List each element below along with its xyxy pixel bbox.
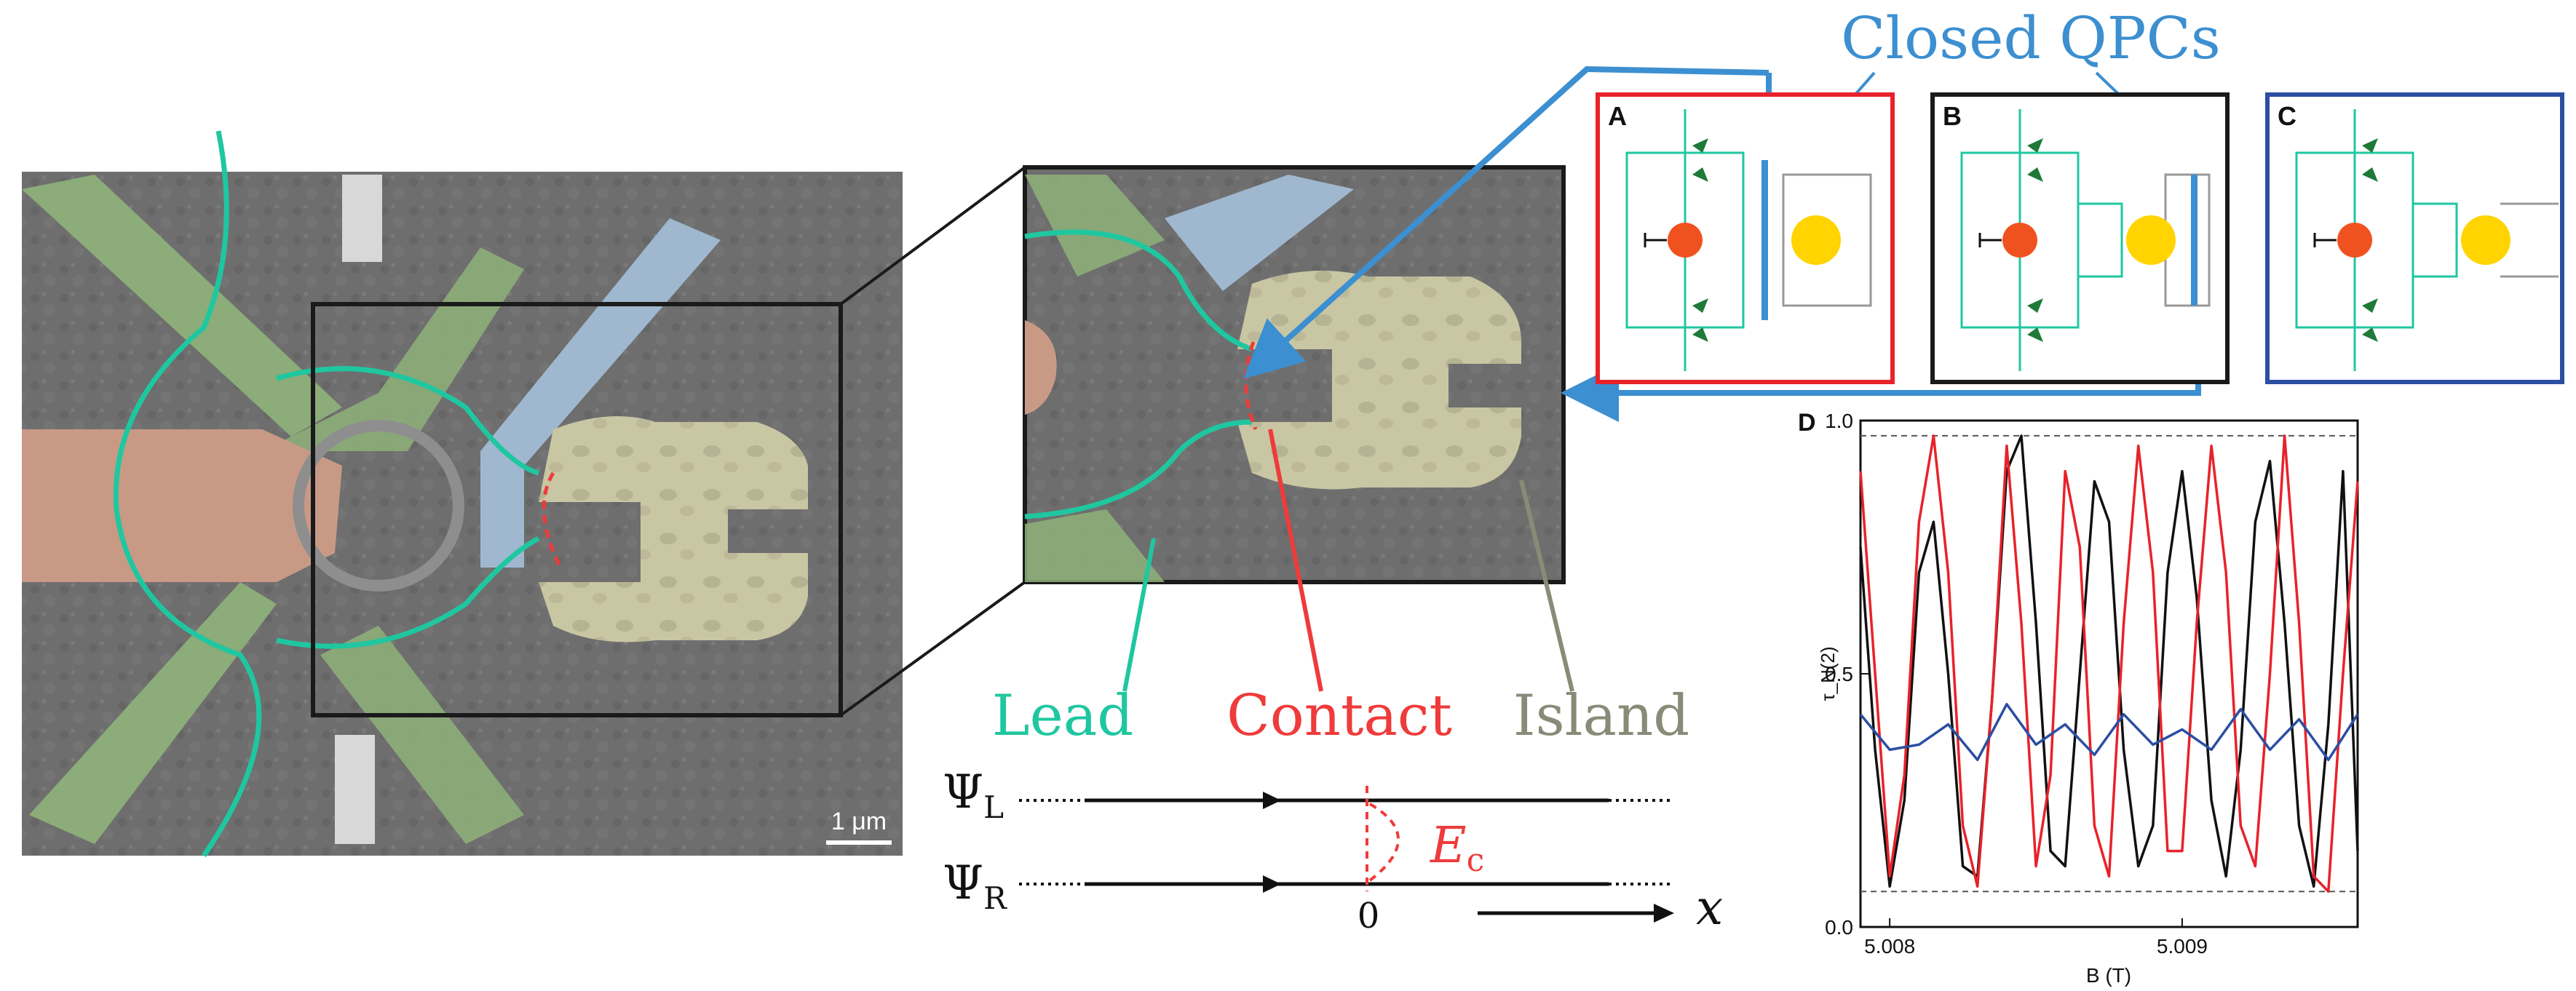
- panel-letter: A: [1608, 101, 1627, 131]
- gate-white-top: [342, 175, 382, 262]
- ohmic-dot: [2002, 223, 2037, 258]
- inset-contact-dash: [1244, 341, 1258, 430]
- qpc-triangle: [1692, 327, 1708, 342]
- island-sem: [539, 416, 808, 642]
- panel-b: B: [1930, 92, 2230, 384]
- chart-y-label: τ_N(2): [1817, 646, 1839, 701]
- lead-label: Lead: [992, 683, 1133, 749]
- gate-green-top: [262, 247, 524, 451]
- contact-channel: [2413, 202, 2458, 278]
- scale-bar: [826, 840, 892, 845]
- gate-green-bottom: [320, 626, 524, 844]
- psi-l-arrow: [1263, 792, 1281, 809]
- island-label: Island: [1513, 683, 1689, 749]
- series-line-0: [1859, 434, 2359, 888]
- contact-leader-line: [1268, 429, 1323, 692]
- x-axis-label: x: [1696, 880, 1723, 936]
- panel-frame: [2265, 92, 2564, 384]
- qpc-triangle: [1692, 298, 1708, 313]
- ohmic-dot: [1668, 223, 1703, 258]
- ec-arc: [1368, 803, 1400, 882]
- edge-channel-outer: [113, 130, 262, 857]
- qpc-triangle: [2027, 138, 2043, 153]
- island-dot: [1791, 215, 1841, 265]
- closed-qpc-bar: [2191, 175, 2197, 306]
- qpc-triangle: [1692, 167, 1708, 182]
- x-tick-label: 5.008: [1864, 935, 1915, 958]
- zoom-connector-bottom: [839, 581, 1026, 717]
- y-tick-label: 1.0: [1825, 410, 1853, 432]
- qpc-triangle: [2362, 138, 2378, 153]
- contact-label: Contact: [1226, 683, 1452, 749]
- x-tick-label: 5.009: [2157, 935, 2208, 958]
- qpc-triangle: [2027, 167, 2043, 182]
- y-tick-label: 0.5: [1825, 663, 1853, 685]
- closed-qpcs-label: Closed QPCs: [1841, 4, 2221, 72]
- panel-letter: C: [2278, 101, 2296, 131]
- chart-x-label: B (T): [2086, 964, 2131, 987]
- inset-ohmic: [1025, 320, 1057, 415]
- series-line-2: [1859, 703, 2359, 762]
- inset-edge-lower: [1024, 419, 1253, 520]
- inset-gate-green-top: [1025, 175, 1165, 276]
- inset-gate-blue: [1165, 175, 1354, 291]
- qpc-triangle: [2362, 298, 2378, 313]
- island-loop: [1782, 173, 1872, 307]
- island-leader-line: [1519, 479, 1574, 692]
- qpc-triangle: [2027, 327, 2043, 342]
- series-line-1: [1859, 434, 2359, 894]
- inset-island: [1237, 271, 1521, 490]
- x-axis-arrowhead: [1654, 904, 1674, 923]
- contact-channel: [2078, 202, 2123, 278]
- island-dot: [2461, 215, 2510, 265]
- schematic-panels: A B C: [1596, 92, 2564, 384]
- sem-image-inset: [1023, 165, 1566, 584]
- psi-l-label: ΨL: [943, 765, 1004, 825]
- inset-edge-upper: [1024, 229, 1253, 352]
- zoom-connector-top: [839, 166, 1026, 306]
- qpc-triangle: [1692, 138, 1708, 153]
- panel-frame: [1930, 92, 2230, 384]
- panel-frame: [1596, 92, 1895, 384]
- scale-bar-label: 1 μm: [831, 808, 887, 835]
- panel-a: A: [1596, 92, 1895, 384]
- ground-icon: [2313, 233, 2337, 247]
- ohmic-contact: [22, 429, 342, 582]
- ground-icon: [1978, 233, 2002, 247]
- psi-diagram: ΨL ΨR Ec 0 x: [943, 765, 1723, 936]
- ground-icon: [1644, 233, 1667, 247]
- ohmic-dot: [2337, 223, 2372, 258]
- qpc-triangle: [2362, 167, 2378, 182]
- gate-white-bottom: [335, 735, 375, 844]
- zero-label: 0: [1358, 896, 1380, 936]
- inset-gate-green-bottom: [1025, 509, 1165, 582]
- panel-letter: B: [1943, 101, 1962, 131]
- closed-qpc-bar: [1761, 160, 1768, 320]
- chart-panel-label: D: [1798, 409, 1816, 437]
- qpc-triangle: [2027, 298, 2043, 313]
- chart-d: D 0.0 0.5 1.0 5.008 5.009 B (T) τ_N(2): [1798, 409, 2359, 987]
- chart-frame: [1859, 419, 2359, 928]
- qpc-triangle: [2362, 327, 2378, 342]
- panel-c: C: [2265, 92, 2564, 384]
- lead-leader-line: [1122, 538, 1156, 692]
- gate-green-top-left: [22, 175, 342, 437]
- ec-label: Ec: [1429, 817, 1484, 879]
- central-ring: [293, 420, 464, 592]
- edge-channel-lower: [276, 536, 540, 649]
- psi-r-arrow: [1263, 875, 1281, 893]
- island-dot: [2126, 215, 2176, 265]
- qpc-arrow-to-inset: [1243, 65, 1769, 379]
- psi-r-label: ΨR: [943, 856, 1007, 916]
- y-tick-label: 0.0: [1825, 916, 1853, 939]
- edge-channel-upper: [276, 366, 539, 476]
- zoom-box: [311, 302, 843, 717]
- open-island-lines: [2500, 202, 2559, 278]
- sem-image-overview: 1 μm: [22, 130, 903, 857]
